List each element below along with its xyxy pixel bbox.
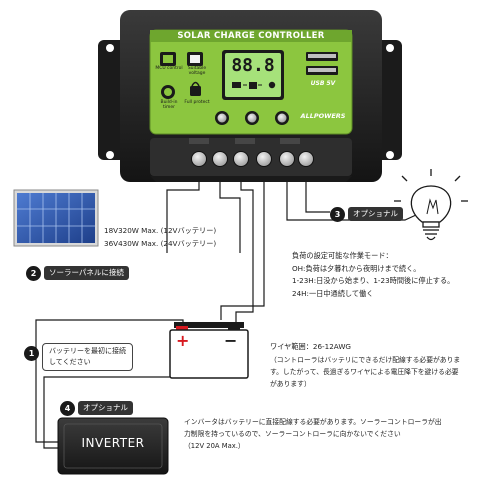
controller-title: SOLAR CHARGE CONTROLLER: [177, 31, 325, 41]
battery-plus: +: [176, 331, 190, 350]
wire-load-negative: [305, 170, 330, 213]
wire-battery-negative: [220, 170, 265, 320]
battery-first-note: バッテリーを最初に接続 してください: [42, 343, 133, 371]
mcu-label: MCU control: [155, 66, 183, 71]
terminal-screws: [191, 151, 314, 167]
panel-spec-24v: 36V430W Max. (24Vバッテリー): [104, 239, 217, 248]
load-mode-description: 負荷の設定可能な作業モード： OH:負荷は夕暮れから夜明けまで続く。 1-23H…: [292, 251, 455, 298]
charge-controller: [98, 10, 402, 182]
lcd-value: 88.8: [231, 55, 275, 76]
battery-minus: −: [224, 331, 238, 350]
wire-battery-positive: [235, 170, 254, 327]
brand-logo: ALLPOWERS: [300, 112, 346, 120]
badge-1-number: 1: [24, 346, 39, 361]
badge-3-number: 3: [330, 207, 345, 222]
battery: [169, 322, 249, 379]
timer-label: Build-in timer: [160, 100, 178, 110]
wire-range-title: ワイヤ範囲：26-12AWG: [270, 342, 351, 351]
wire-panel-negative: [219, 170, 241, 253]
badge-4-number: 4: [60, 401, 75, 416]
badge-2-number: 2: [26, 266, 41, 281]
light-bulb: [394, 169, 468, 241]
wire-range-note: （コントローラはバッテリにできるだけ配線する必要がありま す。したがって、長過ぎ…: [270, 356, 461, 388]
inverter: [57, 417, 169, 475]
inverter-label: INVERTER: [81, 436, 145, 450]
badge-connect-panel: ソーラーパネルに接続: [44, 266, 129, 280]
voltage-label: Suitable voltage: [187, 66, 207, 76]
wire-load-positive: [286, 170, 417, 221]
terminal-symbols: [189, 138, 300, 144]
lcd-icons: [232, 81, 276, 89]
badge-optional-inverter: オプショナル: [78, 401, 133, 415]
usb-label: USB 5V: [310, 80, 336, 87]
panel-spec-12v: 18V320W Max. (12Vバッテリー): [104, 226, 217, 235]
inverter-note: インバータはバッテリーに直接配線する必要があります。ソーラーコントローラが出 力…: [184, 418, 442, 451]
solar-panel: [13, 189, 99, 247]
badge-optional-load: オプショナル: [348, 207, 403, 221]
protect-label: Full protect: [184, 100, 210, 105]
